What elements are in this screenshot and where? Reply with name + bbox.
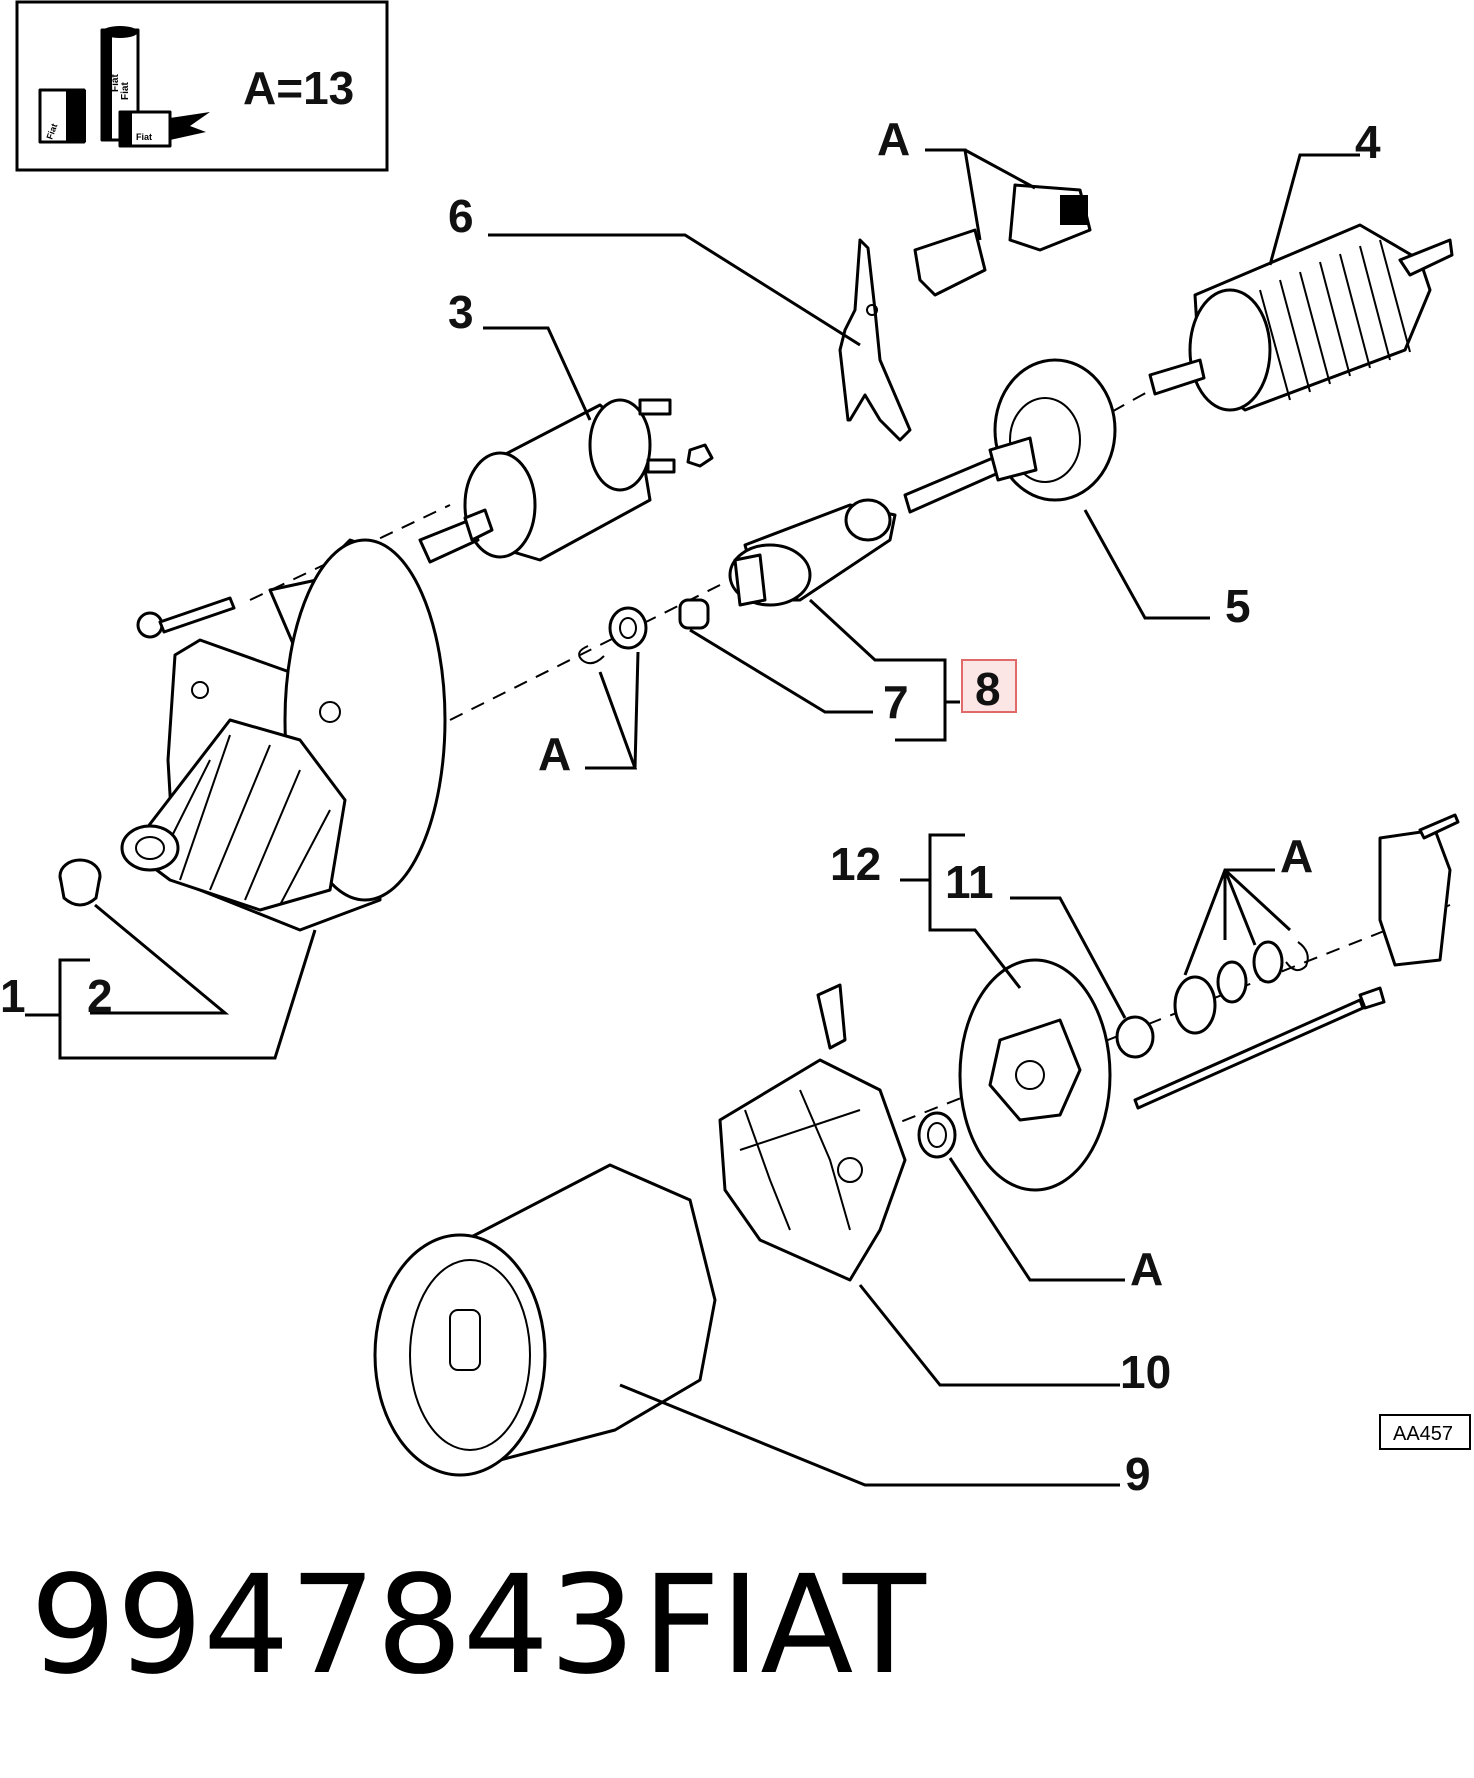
legend-box: Fiat Fiat Fiat Fiat A=13 [15, 0, 389, 172]
legend-text: A=13 [243, 62, 354, 114]
callout-7: 7 [883, 676, 909, 728]
axis-line-armature [1069, 384, 1161, 436]
callout-a-bottom: A [1130, 1243, 1163, 1295]
legend-box-label-2: Fiat [110, 74, 121, 92]
highlight-box: 8 [961, 659, 1017, 715]
end-cap [917, 813, 1460, 1192]
callout-10: 10 [1120, 1346, 1171, 1398]
legend-box-label-4: Fiat [136, 132, 152, 142]
callout-1: 1 [0, 970, 26, 1022]
brush-holder [718, 983, 907, 1282]
callout-9: 9 [1125, 1448, 1151, 1500]
bolt [136, 596, 236, 639]
callout-a-right: A [1280, 830, 1313, 882]
contact-parts [913, 183, 1092, 297]
callout-12: 12 [830, 838, 881, 890]
drawing-code: AA457 [1379, 1414, 1471, 1450]
callout-11: 11 [945, 856, 994, 908]
brand-name: FIAT [642, 1547, 927, 1705]
callout-5: 5 [1225, 580, 1251, 632]
callout-6: 6 [448, 190, 474, 242]
solenoid [418, 398, 714, 564]
pinion-assembly [578, 498, 897, 665]
callout-3: 3 [448, 286, 474, 338]
callout-2: 2 [87, 970, 113, 1022]
callout-4: 4 [1355, 116, 1381, 168]
callout-a-top: A [877, 113, 910, 165]
armature [1148, 223, 1454, 412]
callout-8: 8 [975, 663, 1001, 715]
callout-a-mid: A [538, 728, 571, 780]
drive-shaft-assembly [903, 358, 1117, 514]
yoke [373, 1163, 717, 1477]
bushing [58, 858, 102, 907]
part-number: 9947843 [30, 1547, 636, 1705]
axis-line-bolt [249, 504, 451, 601]
axis-line-lower-left [449, 584, 721, 721]
legend-box-label-3: Fiat [120, 82, 131, 100]
drive-housing [120, 538, 447, 932]
leader-lines [25, 148, 1360, 1487]
grease-tube-icon: Fiat Fiat Fiat Fiat [38, 26, 210, 148]
drawing-code-text: AA457 [1393, 1423, 1453, 1445]
